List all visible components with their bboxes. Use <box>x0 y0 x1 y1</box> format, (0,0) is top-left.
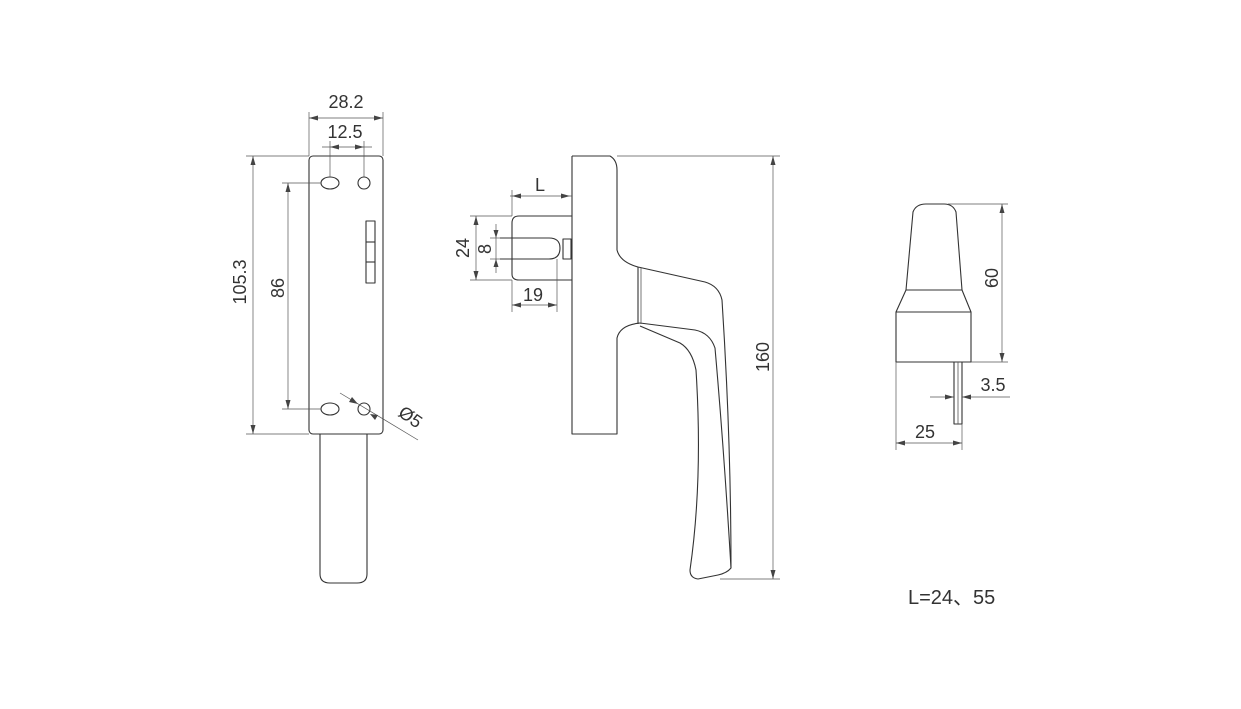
dim-spindle-offset: 19 <box>523 285 543 305</box>
hole-top <box>357 176 371 190</box>
spindle-square <box>500 237 561 260</box>
dim-spindle-length: L <box>535 175 545 195</box>
dim-plate-height: 105.3 <box>230 259 250 304</box>
slot-hole-bottom <box>320 402 340 416</box>
front-view: 28.2 12.5 105.3 86 Ø5 <box>230 92 426 584</box>
dim-spindle-width: 24 <box>453 238 473 258</box>
handle-lever-outline <box>319 434 368 584</box>
length-note: L=24、55 <box>908 587 995 609</box>
dim-handle-height: 160 <box>753 342 773 372</box>
knob-top-outline <box>905 203 963 291</box>
dim-spindle-thickness: 3.5 <box>980 375 1005 395</box>
dim-hole-pitch: 86 <box>268 278 288 298</box>
knob-base-outline <box>895 289 972 363</box>
dim-plate-width: 28.2 <box>328 92 363 112</box>
hole-bottom <box>357 402 371 416</box>
dim-base-width: 25 <box>915 422 935 442</box>
end-view: 60 3.5 25 <box>895 203 1010 450</box>
dim-hole-spacing: 12.5 <box>327 122 362 142</box>
dim-knob-height: 60 <box>982 268 1002 288</box>
spindle-outline <box>511 215 572 281</box>
handle-profile-outline <box>571 156 732 580</box>
latch-window <box>365 220 376 284</box>
dim-hole-diameter: Ø5 <box>395 402 426 432</box>
dim-spindle-square: 8 <box>475 244 495 254</box>
side-view: L 24 8 19 160 <box>453 155 780 580</box>
slot-hole-top <box>320 176 340 190</box>
backplate-outline <box>308 155 384 435</box>
